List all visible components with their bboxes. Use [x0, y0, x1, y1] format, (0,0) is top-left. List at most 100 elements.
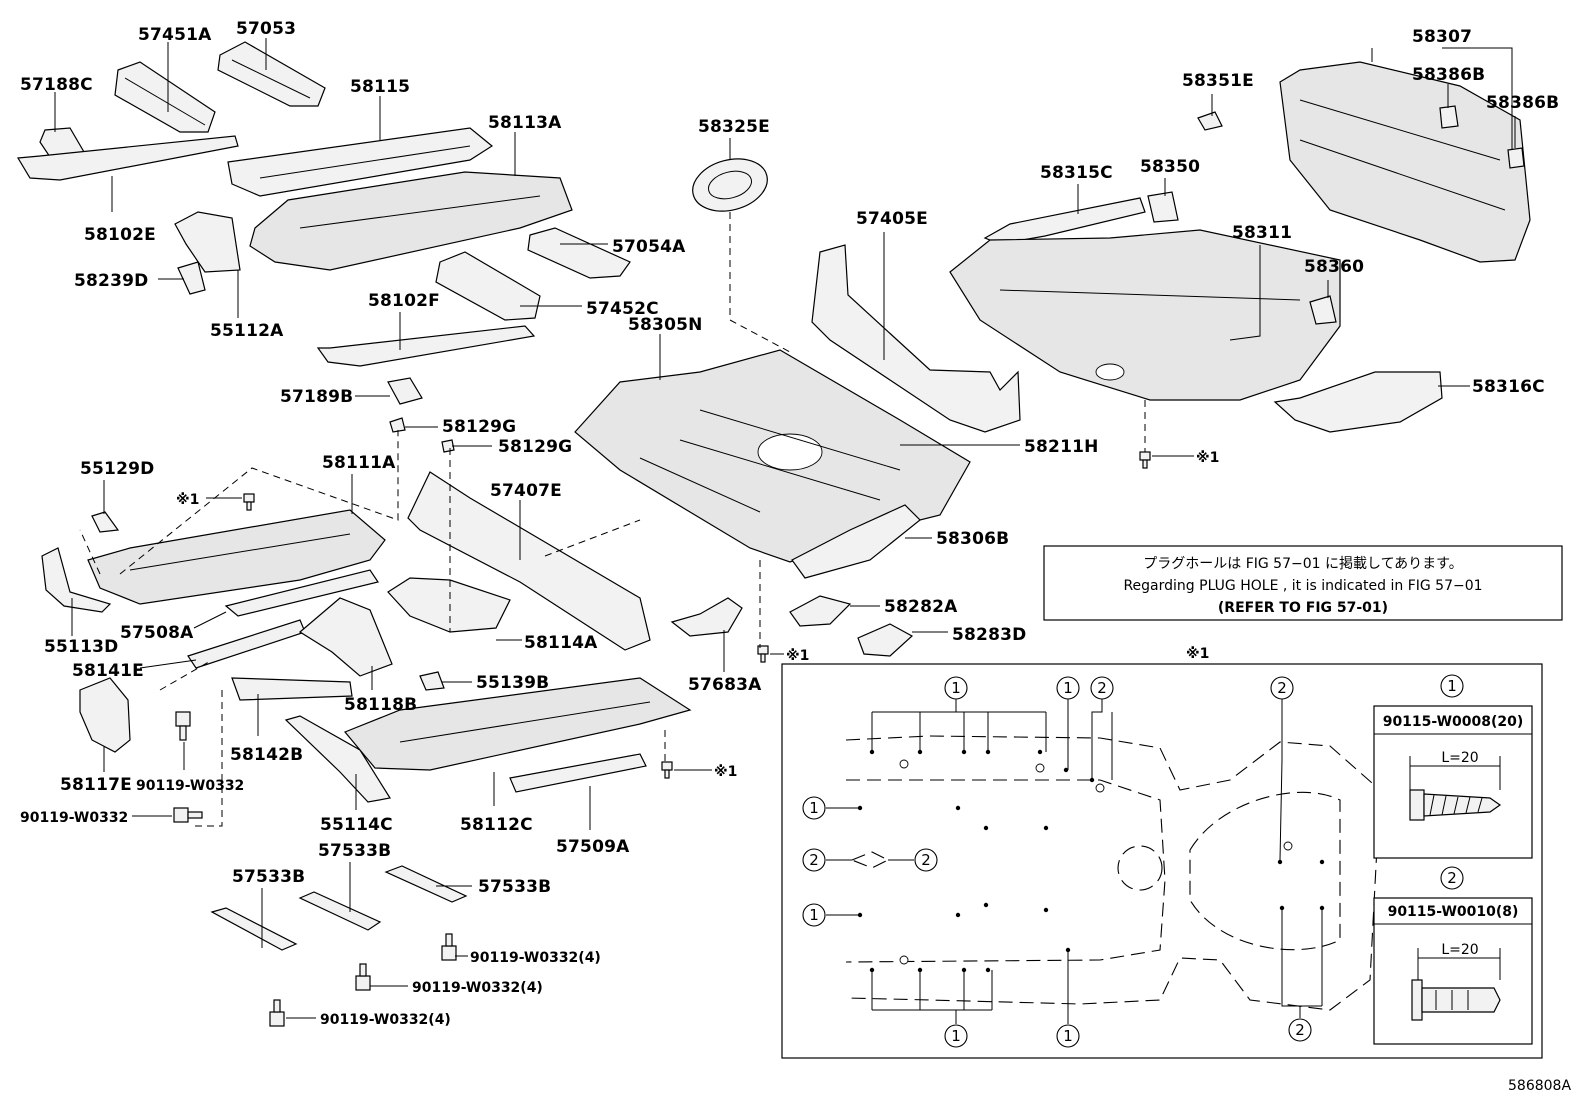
svg-text:1: 1 [951, 679, 961, 697]
figure-code: 586808A [1508, 1078, 1571, 1094]
bolt1-part-number: 90115-W0008(20) [1383, 714, 1524, 730]
label-55112A: 55112A [210, 321, 284, 341]
label-58315C: 58315C [1040, 163, 1113, 183]
part-58316C-shape [1273, 371, 1443, 433]
bolt1-length: L=20 [1441, 750, 1478, 766]
label-90119-W0332-4-1: 90119-W0332(4) [470, 950, 601, 966]
label-57533B-2: 57533B [318, 841, 391, 861]
label-58142B: 58142B [230, 745, 303, 765]
bolt2-length: L=20 [1441, 942, 1478, 958]
bolt-shape-ref-4 [1139, 451, 1151, 469]
ref-mark-1: ※1 [176, 492, 199, 508]
part-58306B-shape [791, 504, 921, 579]
svg-text:2: 2 [809, 851, 819, 869]
part-58113A-shape [249, 171, 573, 271]
label-58307: 58307 [1412, 27, 1472, 47]
label-58306B: 58306B [936, 529, 1009, 549]
label-90119-W0332-1: 90119-W0332 [136, 778, 244, 794]
label-58115: 58115 [350, 77, 410, 97]
svg-text:1: 1 [809, 799, 819, 817]
bolt-shape-ref-3 [661, 761, 673, 779]
dashed-guides [79, 400, 1146, 827]
part-57189B-shape [387, 377, 423, 405]
label-55113D: 55113D [44, 637, 118, 657]
inset-ref-mark: ※1 [1186, 646, 1209, 662]
label-55139B: 55139B [476, 673, 549, 693]
inset-circle-1-bottom-a: 1 [944, 1024, 968, 1048]
label-90119-W0332-4-2: 90119-W0332(4) [412, 980, 543, 996]
label-57533B-1: 57533B [232, 867, 305, 887]
plug-hole-note: プラグホールは FIG 57−01 に掲載してあります。 Regarding P… [1043, 545, 1563, 621]
label-57683A: 57683A [688, 675, 762, 695]
label-58386B-1: 58386B [1412, 65, 1485, 85]
label-57451A: 57451A [138, 25, 212, 45]
part-58142B-shape [231, 677, 353, 701]
label-58360: 58360 [1304, 257, 1364, 277]
part-55112A-shape [174, 211, 241, 273]
svg-text:2: 2 [1295, 1021, 1305, 1039]
label-58239D: 58239D [74, 271, 148, 291]
bolt-shape-1 [175, 711, 191, 741]
part-57683A-shape [670, 597, 743, 637]
part-58360-shape [1309, 295, 1337, 325]
part-58283D-shape [857, 623, 914, 657]
label-57053: 57053 [236, 19, 296, 39]
part-57053-shape [217, 41, 326, 107]
part-58325E-shape [692, 158, 768, 212]
part-55114C-shape [284, 715, 391, 803]
part-57509A-shape [509, 753, 647, 793]
bolt2-part-number: 90115-W0010(8) [1388, 904, 1519, 920]
label-57188C: 57188C [20, 75, 93, 95]
part-58112C-floor-pan [344, 677, 692, 771]
label-58350: 58350 [1140, 157, 1200, 177]
label-58141E: 58141E [72, 661, 144, 681]
inset-circle-1-left-a: 1 [802, 796, 826, 820]
label-58211H: 58211H [1024, 437, 1099, 457]
svg-text:1: 1 [809, 906, 819, 924]
svg-text:1: 1 [1063, 1027, 1073, 1045]
part-57407E-shape [407, 471, 651, 651]
part-58102E-shape [16, 135, 239, 181]
inset-circle-1-top-a: 1 [944, 676, 968, 700]
inset-fastener-dots [857, 749, 1325, 973]
part-58118B-shape [298, 597, 393, 677]
part-57451A-shape [114, 61, 216, 133]
label-58316C: 58316C [1472, 377, 1545, 397]
inset-circle-2-top-a: 2 [1090, 676, 1114, 700]
svg-text:1: 1 [1063, 679, 1073, 697]
label-57508A: 57508A [120, 623, 194, 643]
part-58386B-clip-1 [1439, 105, 1459, 129]
ref-mark-3: ※1 [714, 764, 737, 780]
label-58351E: 58351E [1182, 71, 1254, 91]
part-58239D-shape [177, 261, 206, 295]
label-58111A: 58111A [322, 453, 396, 473]
svg-text:1: 1 [951, 1027, 961, 1045]
label-90119-W0332-4-3: 90119-W0332(4) [320, 1012, 451, 1028]
part-58351E-shape [1197, 111, 1223, 131]
part-55139B-shape [419, 671, 445, 691]
inset-circle-2-mid: 2 [914, 848, 938, 872]
part-58311-shape [949, 229, 1341, 401]
label-58102E: 58102E [84, 225, 156, 245]
inset-callout-lines [826, 698, 1323, 1024]
label-58305N: 58305N [628, 315, 703, 335]
part-58129G-clip-1 [389, 417, 406, 433]
inset-circle-2-top-b: 2 [1270, 676, 1294, 700]
label-58118B: 58118B [344, 695, 417, 715]
bolt-shape-5 [269, 999, 285, 1027]
label-58117E: 58117E [60, 775, 132, 795]
part-55129D-shape [91, 511, 120, 533]
label-55129D: 55129D [80, 459, 154, 479]
label-58102F: 58102F [368, 291, 440, 311]
bolt-shape-2 [173, 807, 203, 823]
label-57405E: 57405E [856, 209, 928, 229]
part-58117E-shape [79, 677, 131, 753]
label-58282A: 58282A [884, 597, 958, 617]
note-en: Regarding PLUG HOLE , it is indicated in… [1123, 578, 1482, 594]
note-refer: (REFER TO FIG 57-01) [1218, 600, 1388, 616]
part-57452C-shape [435, 251, 541, 321]
svg-text:2: 2 [921, 851, 931, 869]
part-58111A-floor-pan [87, 509, 386, 605]
label-58112C: 58112C [460, 815, 533, 835]
label-57509A: 57509A [556, 837, 630, 857]
